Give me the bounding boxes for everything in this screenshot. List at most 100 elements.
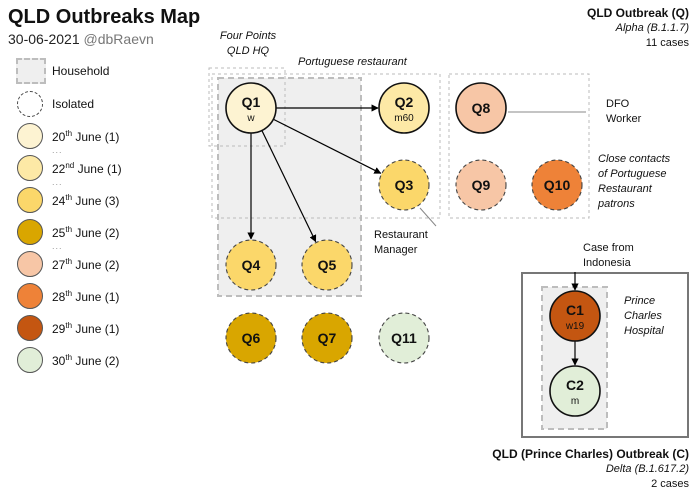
- legend-label-1: 20th June (1): [52, 129, 119, 144]
- isolated-swatch: [17, 91, 43, 117]
- case-demographic-label: m60: [394, 113, 414, 124]
- map-title: QLD Outbreaks Map: [8, 6, 201, 28]
- case-circle: [549, 290, 601, 342]
- close-line-1: Close contacts: [598, 153, 671, 165]
- edges: [247, 104, 579, 366]
- legend-swatch-5: [17, 251, 43, 277]
- legend-day: 27: [52, 258, 66, 272]
- case-from-indonesia-annotation: Case from Indonesia: [583, 241, 634, 271]
- case-node-q1: Q1w: [225, 82, 277, 134]
- legend-day: 24: [52, 194, 66, 208]
- legend-day-suffix: th: [65, 193, 73, 202]
- legend-ellipsis: ...: [52, 177, 63, 187]
- close-line-4: patrons: [598, 198, 635, 210]
- four-points-line: Four Points: [219, 30, 277, 42]
- household-swatch: [16, 58, 46, 84]
- legend-month-count: June (1): [72, 322, 120, 336]
- case-node-q3: Q3: [378, 159, 430, 211]
- worker-line: Worker: [606, 113, 642, 125]
- case-circle: [225, 239, 277, 291]
- case-node-q7: Q7: [301, 312, 353, 364]
- outbreak-c-variant: Delta (B.1.617.2): [605, 463, 689, 475]
- four-points-annotation: Four Points QLD HQ: [218, 29, 278, 59]
- outbreak-q-name: QLD Outbreak (Q): [586, 6, 689, 20]
- case-node-c2: C2m: [549, 365, 601, 417]
- legend-swatch-3: [17, 187, 43, 213]
- legend-day-suffix: th: [65, 353, 73, 362]
- dfo-line: DFO: [606, 98, 630, 110]
- case-id-label: Q1: [242, 94, 261, 110]
- case-id-label: Q3: [395, 177, 414, 193]
- restaurant-manager-annotation: Restaurant Manager: [374, 228, 428, 258]
- legend-day-suffix: th: [65, 225, 73, 234]
- legend-month-count: June (2): [72, 226, 120, 240]
- legend-day-suffix: th: [65, 289, 73, 298]
- close-line-2: of Portuguese: [598, 168, 667, 180]
- case-circle: [301, 239, 353, 291]
- legend-day: 22: [52, 162, 66, 176]
- legend-label-3: 24th June (3): [52, 193, 119, 208]
- case-circle: [531, 159, 583, 211]
- case-node-q10: Q10: [531, 159, 583, 211]
- case-node-q9: Q9: [455, 159, 507, 211]
- case-demographic-label: w19: [565, 321, 585, 332]
- outbreak-c-frame: [521, 272, 689, 438]
- case-circle: [378, 312, 430, 364]
- legend-label-8: 30th June (2): [52, 353, 119, 368]
- qld-hq-line: QLD HQ: [226, 45, 270, 57]
- legend-month-count: June (1): [72, 290, 120, 304]
- edge-q1-q5: [261, 130, 317, 243]
- legend-day: 20: [52, 130, 66, 144]
- case-id-label: Q7: [318, 330, 337, 346]
- legend-label-7: 29th June (1): [52, 321, 119, 336]
- case-circle: [549, 365, 601, 417]
- legend-swatch-7: [17, 315, 43, 341]
- legend-day: 29: [52, 322, 66, 336]
- case-node-q11: Q11: [378, 312, 430, 364]
- venue-box-portuguese-restaurant: [211, 73, 441, 219]
- case-circle: [225, 82, 277, 134]
- legend-day: 25: [52, 226, 66, 240]
- legend-day: 28: [52, 290, 66, 304]
- legend-month-count: June (1): [72, 130, 120, 144]
- edge-q1-q3: [273, 118, 382, 174]
- case-id-label: Q8: [472, 100, 491, 116]
- portuguese-restaurant-annotation: Portuguese restaurant: [298, 56, 407, 68]
- outbreak-q-cases: 11 cases: [645, 37, 689, 49]
- legend-month-count: June (2): [72, 354, 120, 368]
- legend-label-4: 25th June (2): [52, 225, 119, 240]
- legend-month-count: June (2): [72, 258, 120, 272]
- rm-line-2: Manager: [374, 244, 418, 256]
- case-from-line-2: Indonesia: [583, 257, 631, 269]
- legend-month-count: June (3): [72, 194, 120, 208]
- legend-ellipsis: ...: [52, 145, 63, 155]
- case-circle: [225, 312, 277, 364]
- case-id-label: C1: [566, 302, 584, 318]
- outbreak-c-label: QLD (Prince Charles) Outbreak (C) Delta …: [492, 447, 689, 492]
- legend-day-suffix: th: [65, 257, 73, 266]
- close-contacts-annotation: Close contacts of Portuguese Restaurant …: [598, 152, 670, 212]
- manager-pointer-line: [419, 207, 437, 227]
- outbreak-q-variant: Alpha (B.1.1.7): [615, 22, 689, 34]
- case-circle: [301, 312, 353, 364]
- legend-label-6: 28th June (1): [52, 289, 119, 304]
- legend-isolated-label: Isolated: [52, 97, 95, 111]
- dfo-worker-annotation: DFO Worker: [606, 97, 641, 127]
- legend-swatch-8: [17, 347, 43, 373]
- prince-charles-annotation: Prince Charles Hospital: [624, 294, 664, 339]
- case-id-label: C2: [566, 377, 584, 393]
- outbreak-c-name: QLD (Prince Charles) Outbreak (C): [492, 447, 689, 461]
- case-id-label: Q10: [544, 177, 571, 193]
- venue-box-close-contacts: [448, 73, 590, 219]
- case-circle: [455, 159, 507, 211]
- rm-line-1: Restaurant: [374, 229, 428, 241]
- case-id-label: Q4: [242, 257, 261, 273]
- legend-ellipsis: ...: [52, 241, 63, 251]
- case-node-q6: Q6: [225, 312, 277, 364]
- case-node-q8: Q8: [455, 82, 507, 134]
- outbreak-q-label: QLD Outbreak (Q) Alpha (B.1.1.7) 11 case…: [587, 6, 689, 51]
